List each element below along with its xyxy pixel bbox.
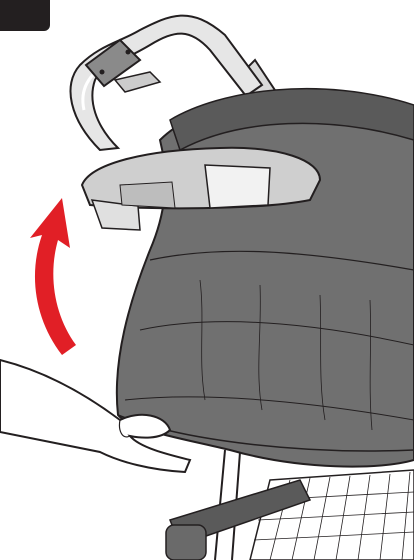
arrow-up-icon xyxy=(30,198,76,355)
stroller-canopy xyxy=(117,89,414,467)
stroller-basket xyxy=(250,470,414,560)
